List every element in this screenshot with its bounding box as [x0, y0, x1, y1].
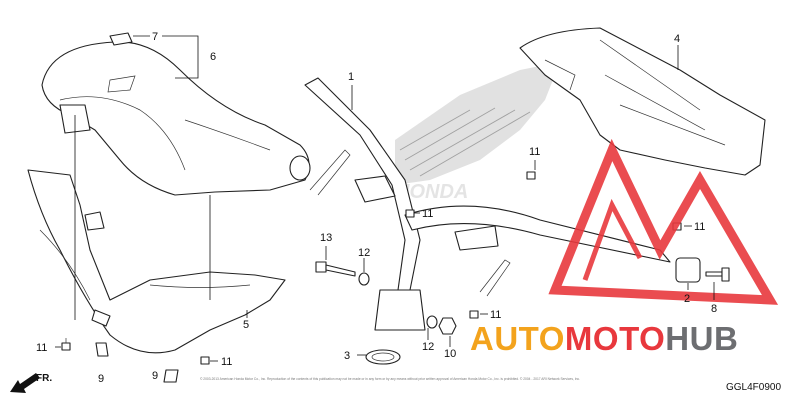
part-handlebar-pipe [304, 77, 671, 331]
callout-11c: 11 [422, 208, 433, 220]
screw-11-left [61, 338, 71, 351]
honda-wing-watermark: HONDA [395, 62, 560, 203]
callout-9a: 9 [98, 373, 104, 385]
callout-10: 10 [444, 348, 456, 360]
part-ring-3 [365, 349, 401, 365]
copyright-text: © 2003-2013 American Honda Motor Co., In… [200, 376, 580, 381]
svg-text:AUTOMOTOHUB: AUTOMOTOHUB [470, 320, 738, 357]
callout-1: 1 [348, 71, 354, 83]
callout-11b: 11 [221, 356, 232, 368]
callout-3: 3 [344, 350, 350, 362]
part-bolt-13 [315, 261, 356, 277]
callout-11f: 11 [490, 309, 501, 321]
logo-text-auto: AUTO [470, 320, 565, 357]
clip-9-left [95, 342, 109, 357]
screw-11-top [526, 171, 536, 180]
clip-9-bottom [163, 369, 179, 383]
diagram-code: GGL4F0900 [726, 382, 781, 393]
part-washer-12b [426, 315, 438, 329]
callout-4: 4 [674, 33, 680, 45]
callout-12a: 12 [358, 247, 370, 259]
callout-8: 8 [711, 303, 717, 315]
callout-7: 7 [152, 31, 158, 43]
automotohub-logo: AUTOMOTOHUB [470, 138, 779, 357]
logo-text-moto: MOTO [565, 320, 665, 357]
callout-5: 5 [243, 319, 249, 331]
logo-text-hub: HUB [665, 320, 738, 357]
callout-13: 13 [320, 232, 332, 244]
honda-brand-text: HONDA [395, 181, 468, 203]
screw-11-bottom [200, 356, 210, 365]
part-handle-cover-right [519, 27, 766, 176]
callout-11e: 11 [694, 221, 705, 233]
callout-11a: 11 [36, 342, 47, 354]
callout-9b: 9 [152, 370, 158, 382]
front-label: FR. [36, 373, 52, 384]
part-nut-10 [438, 317, 457, 335]
arrow-down-left-icon [10, 373, 40, 393]
part-washer-12a [358, 272, 370, 286]
callout-2: 2 [684, 293, 690, 305]
front-direction-indicator: FR. [10, 373, 52, 393]
leader-lines [55, 35, 715, 362]
callout-labels: 1 2 3 4 5 6 7 8 9 9 10 11 11 11 11 11 11… [36, 31, 717, 385]
screw-11-lower [469, 310, 479, 319]
part-emblem-7 [109, 32, 133, 46]
part-handle-cover-front-upper [41, 41, 311, 196]
callout-11d: 11 [529, 146, 540, 158]
screw-11-center [405, 209, 415, 218]
callout-6: 6 [210, 51, 216, 63]
part-grip-end-weight [675, 257, 730, 283]
callout-12b: 12 [422, 341, 434, 353]
